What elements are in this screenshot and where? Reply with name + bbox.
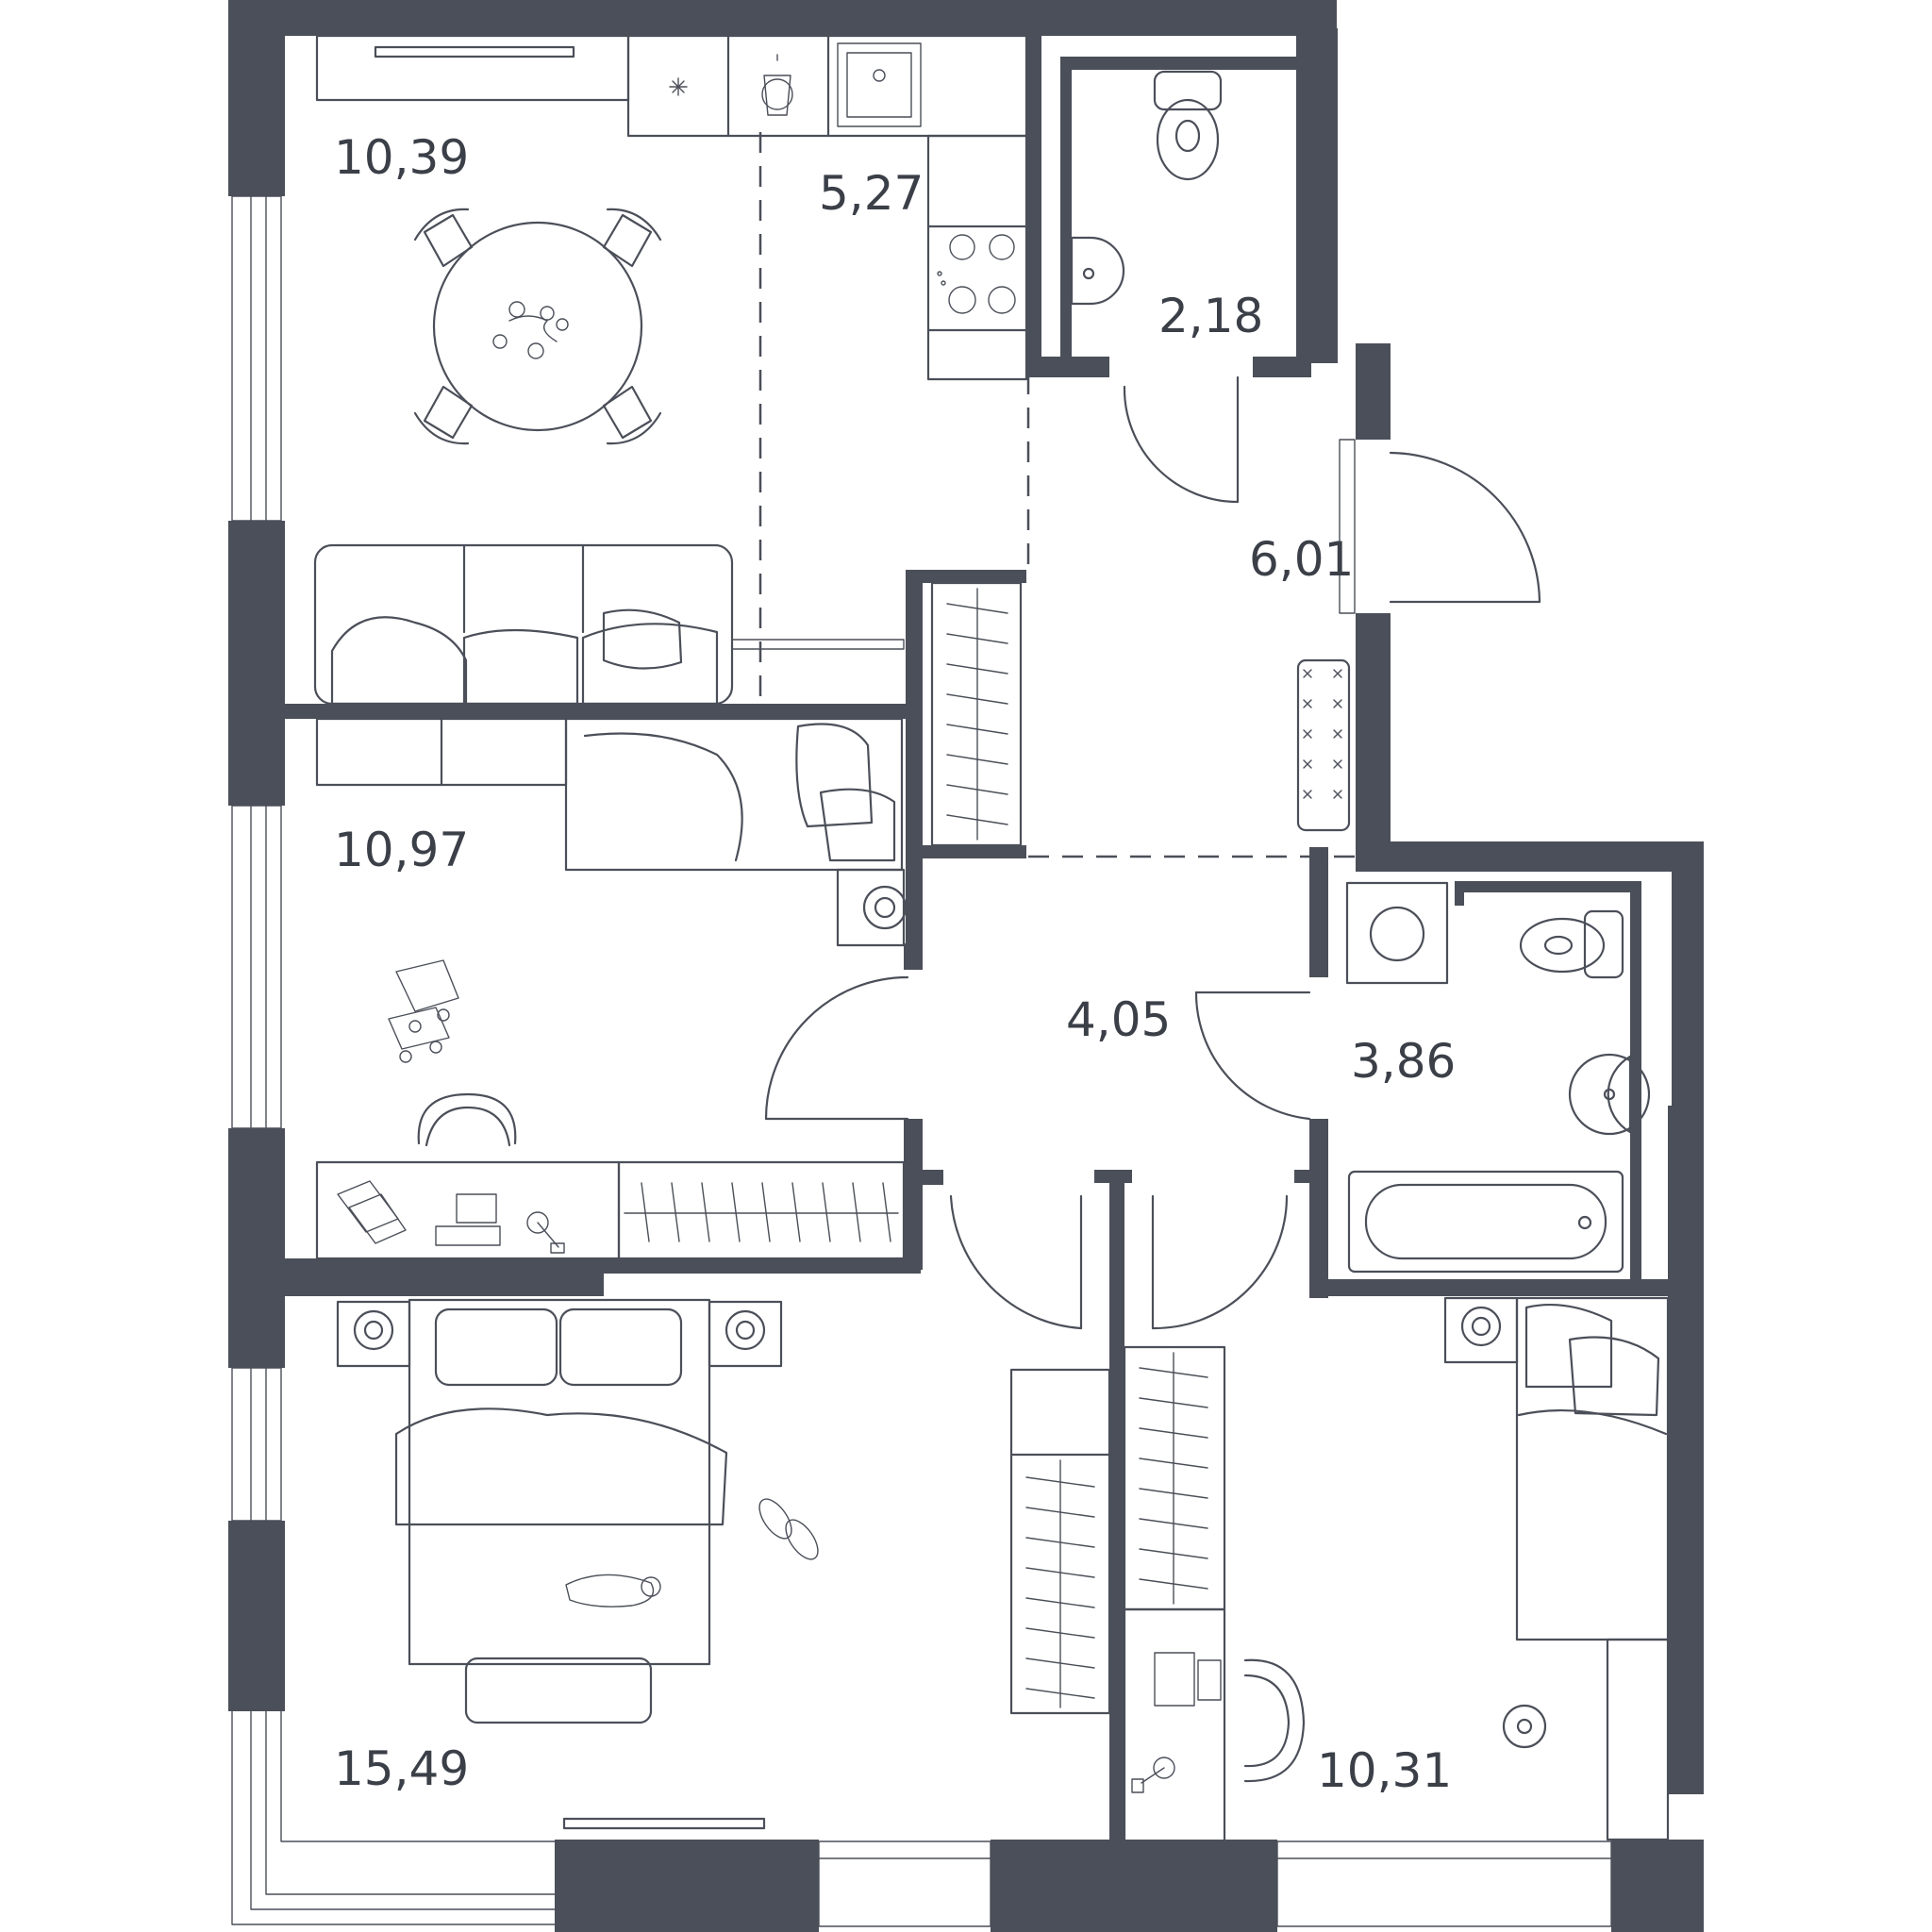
toilet-icon <box>1519 909 1624 979</box>
shelf <box>731 639 905 650</box>
roller-skates-icon <box>388 959 459 1063</box>
kitchen-counter <box>626 34 1028 381</box>
laptop-icon <box>435 1193 501 1246</box>
bed-icon <box>564 717 904 872</box>
fan-icon <box>336 1300 783 1368</box>
wardrobe-hangers <box>624 1182 899 1242</box>
slippers-icon <box>758 1498 819 1560</box>
chair-icon <box>417 1092 517 1147</box>
shoe-rack-icon <box>1296 658 1351 832</box>
shoe-rack-marks <box>1303 669 1342 799</box>
wardrobe-icon <box>1123 1345 1226 1611</box>
laptop-icon <box>1154 1652 1222 1707</box>
shelf <box>1606 1638 1670 1841</box>
area-label-kitchen: 5,27 <box>819 166 924 221</box>
bed-icon <box>1515 1296 1670 1641</box>
fan-icon <box>836 868 908 947</box>
cat-icon <box>565 1574 661 1607</box>
doors <box>764 375 1541 1330</box>
area-label-corridor: 4,05 <box>1066 992 1171 1047</box>
bed-icon <box>394 1298 728 1666</box>
area-label-bathroom: 3,86 <box>1351 1034 1456 1089</box>
lamp-icon <box>526 1211 565 1254</box>
stove-icon <box>937 234 1016 314</box>
papers-icon <box>337 1180 407 1244</box>
area-label-master-bedroom: 15,49 <box>334 1741 469 1796</box>
area-label-kitchen-dining: 10,39 <box>334 130 469 185</box>
area-label-bedroom-small: 10,97 <box>334 823 469 877</box>
wardrobe-icon <box>930 581 1023 847</box>
area-label-kids-room: 10,31 <box>1317 1743 1452 1798</box>
area-label-wc: 2,18 <box>1158 289 1263 343</box>
ball-icon <box>1502 1704 1547 1749</box>
lamp-icon <box>1131 1757 1175 1793</box>
flowers-icon <box>492 301 569 359</box>
area-label-entrance-hall: 6,01 <box>1249 532 1354 587</box>
tv-icon <box>562 1817 766 1830</box>
wardrobe-hangers <box>1025 1459 1095 1708</box>
walls <box>228 0 1704 1932</box>
sofa-icon <box>313 543 734 706</box>
wardrobe-hangers <box>946 588 1008 841</box>
dining-table-icon <box>413 208 662 445</box>
desk-icon <box>1123 1607 1226 1843</box>
wardrobe-icon <box>1009 1368 1111 1715</box>
chair-icon <box>1243 1658 1306 1783</box>
bench-icon <box>464 1657 653 1724</box>
faucet-icon <box>761 54 793 116</box>
zone-dividers <box>758 132 1356 858</box>
wardrobe-hangers <box>1139 1352 1208 1605</box>
bathtub-icon <box>1347 1170 1624 1274</box>
washbasin-icon <box>1070 236 1125 306</box>
snowflake-icon <box>669 77 688 96</box>
windows <box>231 195 1612 1927</box>
kitchen-sink-icon <box>837 42 922 127</box>
tv-icon <box>315 34 630 102</box>
washing-machine-icon <box>1345 881 1449 985</box>
desk-icon <box>315 1160 906 1260</box>
area-labels: 10,39 5,27 2,18 6,01 10,97 4,05 3,86 15,… <box>334 130 1456 1798</box>
washbasin-icon <box>1568 1053 1651 1136</box>
toilet-icon <box>1153 70 1223 181</box>
fan-icon <box>1443 1296 1519 1364</box>
shelf <box>315 717 568 787</box>
